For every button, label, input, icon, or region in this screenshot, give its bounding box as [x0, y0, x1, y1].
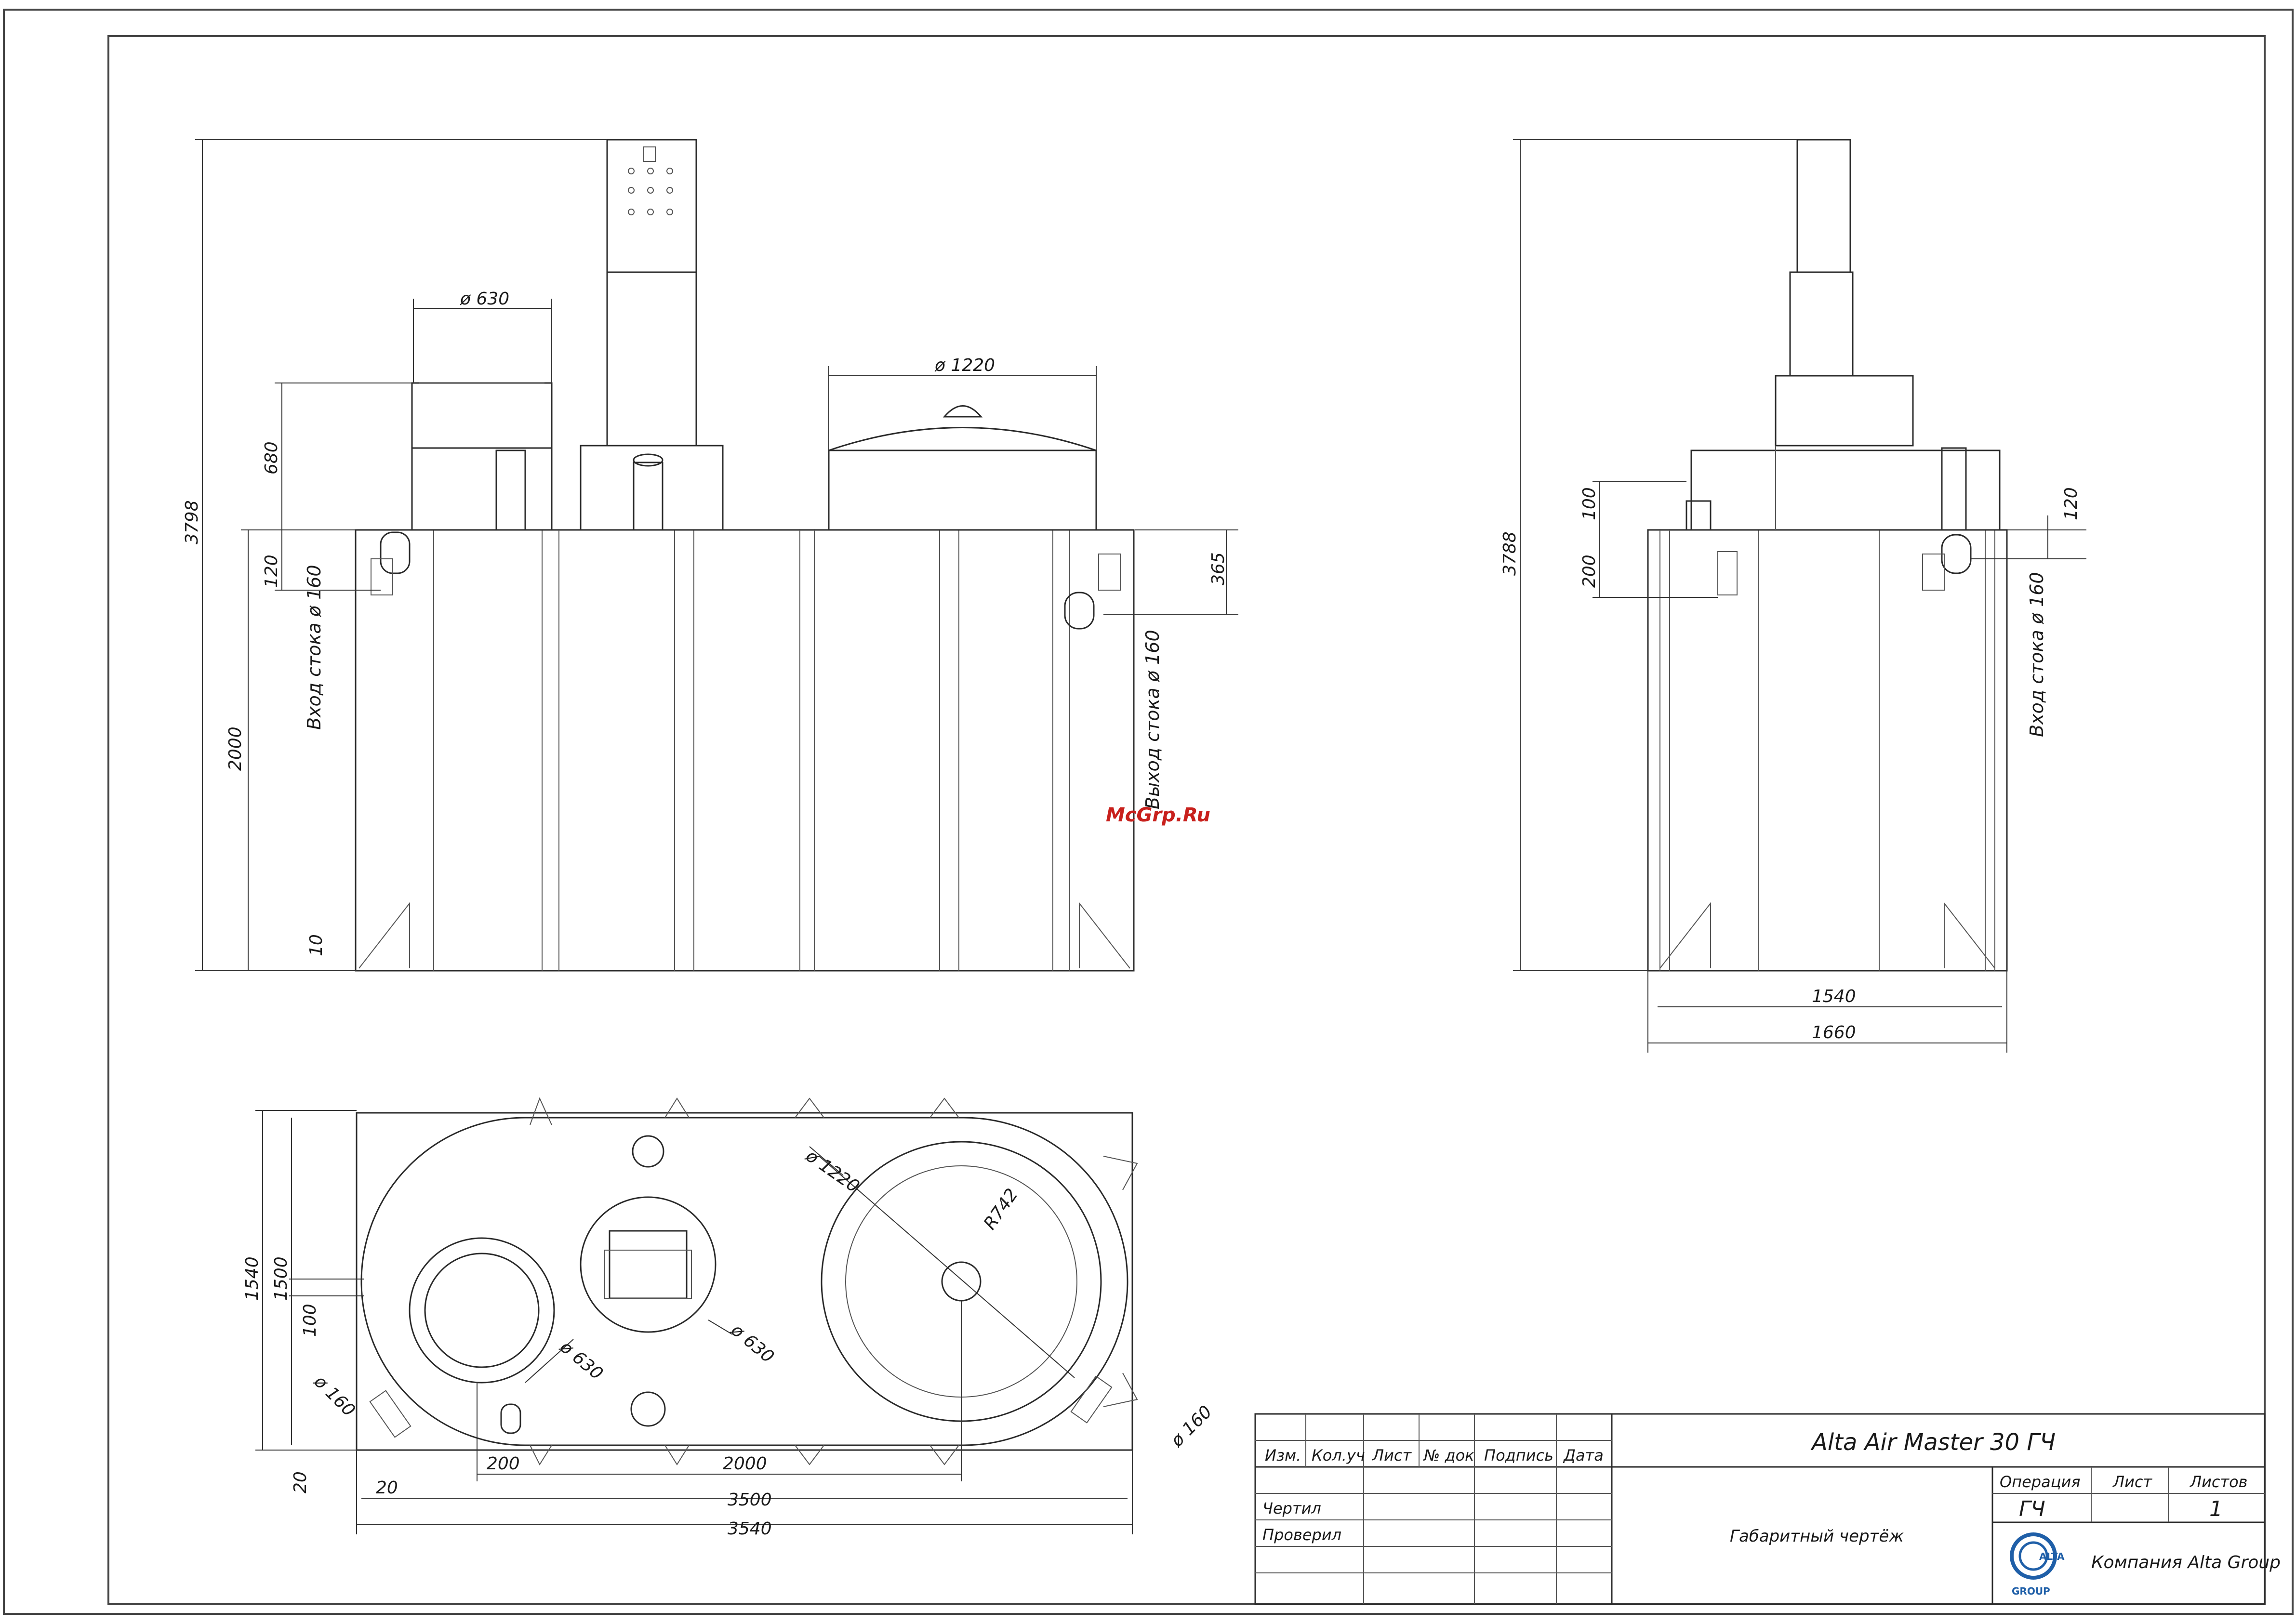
dim-plan-1540: 1540	[242, 1256, 262, 1301]
dim-front-d1220: ø 1220	[934, 356, 995, 375]
dim-front-365: 365	[1208, 552, 1228, 585]
title-block-header-kol-uch: Кол.уч	[1312, 1446, 1365, 1465]
dim-side-100: 100	[1579, 487, 1599, 520]
title-block-checked: Проверил	[1262, 1526, 1341, 1544]
title-block-header-sign: Подпись	[1484, 1446, 1553, 1465]
dim-plan-r742: R742	[980, 1185, 1022, 1233]
dim-front-d630: ø 630	[460, 289, 509, 309]
dim-plan-20-horizontal: 20	[376, 1478, 398, 1498]
dim-plan-d160-inlet: ø 160	[310, 1372, 359, 1421]
title-block: Alta Air Master 30 ГЧ Изм. Кол.уч Лист №…	[1254, 1413, 2281, 1605]
title-block-sheets-value: 1	[2209, 1497, 2223, 1521]
control-panel	[606, 139, 697, 273]
dim-side-3788: 3788	[1500, 531, 1520, 576]
dim-front-120: 120	[262, 554, 281, 588]
title-block-company: Компания Alta Group	[2091, 1553, 2281, 1572]
dim-plan-200: 200	[487, 1454, 520, 1474]
dim-side-120: 120	[2061, 487, 2081, 520]
title-block-doc-name: Габаритный чертёж	[1730, 1527, 1904, 1546]
front-tank-body	[355, 529, 1135, 972]
title-block-header-list: Лист	[1372, 1446, 1412, 1465]
dim-front-680: 680	[262, 441, 281, 475]
dim-side-1540: 1540	[1812, 987, 1856, 1006]
inner-frame	[107, 35, 2266, 1605]
title-block-header-doc: № док	[1423, 1446, 1474, 1465]
title-block-sheets-label: Листов	[2190, 1473, 2248, 1491]
dim-plan-20-vertical: 20	[291, 1471, 310, 1493]
dim-plan-d160-outlet: ø 160	[1167, 1402, 1216, 1451]
dim-plan-1500: 1500	[271, 1256, 291, 1301]
watermark: McGrp.Ru	[1106, 804, 1210, 826]
dim-front-10: 10	[306, 934, 326, 956]
dim-plan-d630-blower: ø 630	[727, 1320, 777, 1367]
title-block-drawn: Чертил	[1262, 1499, 1321, 1517]
dim-side-1660: 1660	[1812, 1023, 1856, 1042]
dim-plan-d630-small-tank: ø 630	[556, 1337, 606, 1384]
outlet-label-front: Выход стока ø 160	[1142, 630, 1163, 809]
outer-frame	[3, 9, 2294, 1615]
dim-front-3798: 3798	[182, 500, 202, 544]
front-view: 3798 2000 680 120 10 365 ø 630 ø 1220 Вх…	[182, 139, 1238, 972]
side-tank-body	[1647, 529, 2008, 972]
plan-small-tank	[409, 1237, 555, 1384]
dim-front-2000: 2000	[226, 726, 245, 771]
dim-side-200: 200	[1579, 554, 1599, 588]
dim-plan-d1220: ø 1220	[802, 1146, 863, 1197]
dim-plan-100: 100	[300, 1304, 320, 1337]
title-block-title: Alta Air Master 30 ГЧ	[1810, 1429, 2056, 1456]
plan-outline	[356, 1112, 1133, 1451]
logo-text: ALTA	[2039, 1551, 2065, 1562]
plan-view: 1540 1500 100 20 20 200 2000 3500 3540 ø…	[242, 1097, 1216, 1539]
title-block-operation-value: ГЧ	[2019, 1497, 2045, 1521]
title-block-sheet-label: Лист	[2112, 1473, 2152, 1491]
logo-subtext: GROUP	[2012, 1585, 2050, 1597]
title-block-header-date: Дата	[1563, 1446, 1604, 1465]
side-view: 3788 100 200 120 1540 1660 Вход стока ø …	[1500, 139, 2086, 1053]
alta-logo: ALTA GROUP	[2010, 1532, 2065, 1597]
inlet-label-front: Вход стока ø 160	[304, 565, 325, 730]
title-block-operation-label: Операция	[2000, 1473, 2081, 1491]
plan-oval-body	[360, 1117, 1128, 1446]
dim-plan-2000: 2000	[723, 1454, 767, 1474]
inlet-label-side: Вход стока ø 160	[2026, 572, 2047, 737]
title-block-header-izm: Изм.	[1265, 1446, 1301, 1465]
dim-plan-3500: 3500	[728, 1490, 772, 1510]
large-tank	[828, 449, 1097, 531]
dim-plan-3540: 3540	[728, 1519, 772, 1539]
